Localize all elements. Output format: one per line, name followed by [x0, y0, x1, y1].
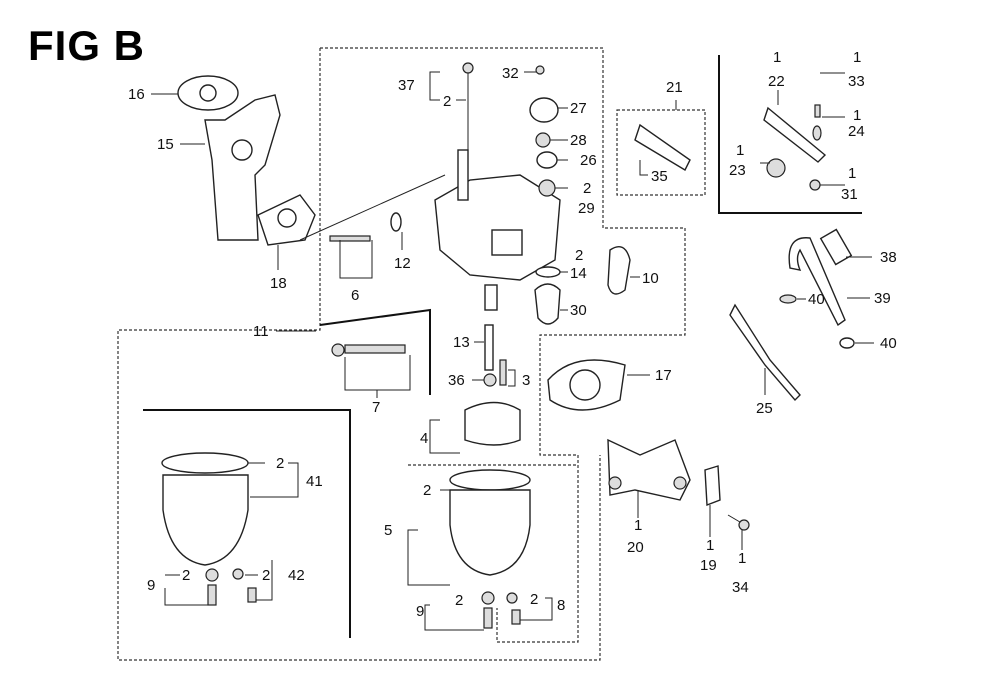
- callout-8-qty: 2: [530, 591, 538, 608]
- callout-30: 30: [570, 302, 587, 319]
- callout-23-qty: 1: [736, 142, 744, 159]
- callout-37-qty: 2: [443, 93, 451, 110]
- callout-9-left: 9: [147, 577, 155, 594]
- callout-31-qty: 1: [848, 165, 856, 182]
- carburetor-body: [434, 174, 561, 281]
- lever-kit-box: [718, 55, 862, 214]
- callout-37: 37: [398, 77, 415, 94]
- part-41-bowl: [162, 474, 249, 566]
- group-boxes: [117, 47, 862, 661]
- callout-16: 16: [128, 86, 145, 103]
- callout-29: 29: [578, 200, 595, 217]
- callout-7: 7: [372, 399, 380, 416]
- callout-36: 36: [448, 372, 465, 389]
- part-25-wire: [729, 303, 801, 402]
- callout-6: 6: [351, 287, 359, 304]
- part-22-lever: [763, 106, 827, 163]
- part-38-hose: [819, 228, 853, 266]
- callout-20-qty: 1: [634, 517, 642, 534]
- part-39-hose: [788, 237, 846, 327]
- carburetor-assembly-box: [320, 47, 686, 643]
- callout-9-right: 9: [416, 603, 424, 620]
- callout-17: 17: [655, 367, 672, 384]
- parts: [161, 62, 855, 629]
- callout-14: 14: [570, 265, 587, 282]
- callout-38: 38: [880, 249, 897, 266]
- callout-39: 39: [874, 290, 891, 307]
- jet-group-box: [319, 308, 431, 395]
- callout-33: 33: [848, 73, 865, 90]
- part-21-lever: [634, 123, 691, 171]
- figure-title: FIG B: [28, 22, 145, 69]
- part-19: [704, 465, 721, 506]
- part-21-box: [616, 109, 706, 196]
- callout-21: 21: [666, 79, 683, 96]
- callout-8: 8: [557, 597, 565, 614]
- callout-24: 24: [848, 123, 865, 140]
- callout-10: 10: [642, 270, 659, 287]
- callout-3: 3: [522, 372, 530, 389]
- callout-18: 18: [270, 275, 287, 292]
- leader-lines: [151, 71, 874, 631]
- callout-31: 31: [841, 186, 858, 203]
- callout-40-upper: 40: [808, 291, 825, 308]
- callout-26: 26: [580, 152, 597, 169]
- callout-9-left-qty: 2: [182, 567, 190, 584]
- callout-32: 32: [502, 65, 519, 82]
- callout-41-qty: 2: [276, 455, 284, 472]
- callout-15: 15: [157, 136, 174, 153]
- callout-23: 23: [729, 162, 746, 179]
- callout-labels: 16 15 18 11 37 2 32 27 28 26 2 29 12 6 2…: [128, 49, 897, 620]
- part-5-bowl: [449, 489, 531, 576]
- part-20-bracket: [607, 438, 691, 501]
- callout-9-right-qty: 2: [455, 592, 463, 609]
- callout-4: 4: [420, 430, 428, 447]
- callout-42-qty: 2: [262, 567, 270, 584]
- callout-27: 27: [570, 100, 587, 117]
- callout-22-qty: 1: [773, 49, 781, 66]
- callout-11: 11: [253, 323, 269, 340]
- callout-34-qty: 1: [738, 550, 746, 567]
- part-10: [607, 246, 631, 295]
- bowl-kit-box: [143, 409, 351, 638]
- part-23-spring: [766, 158, 786, 178]
- callout-25: 25: [756, 400, 773, 417]
- callout-29-qty: 2: [583, 180, 591, 197]
- callout-19: 19: [700, 557, 717, 574]
- part-4-float: [464, 401, 521, 446]
- callout-33-qty: 1: [853, 49, 861, 66]
- callout-42: 42: [288, 567, 305, 584]
- callout-19-qty: 1: [706, 537, 714, 554]
- callout-20: 20: [627, 539, 644, 556]
- callout-12: 12: [394, 255, 411, 272]
- callout-13: 13: [453, 334, 470, 351]
- callout-34: 34: [732, 579, 749, 596]
- callout-5-qty: 2: [423, 482, 431, 499]
- callout-22: 22: [768, 73, 785, 90]
- callout-35: 35: [651, 168, 668, 185]
- callout-24-qty: 1: [853, 107, 861, 124]
- callout-14-qty: 2: [575, 247, 583, 264]
- part-15-bracket: [204, 94, 281, 241]
- callout-5: 5: [384, 522, 392, 539]
- callout-40-lower: 40: [880, 335, 897, 352]
- callout-41: 41: [306, 473, 323, 490]
- part-30-float: [534, 283, 561, 325]
- callout-28: 28: [570, 132, 587, 149]
